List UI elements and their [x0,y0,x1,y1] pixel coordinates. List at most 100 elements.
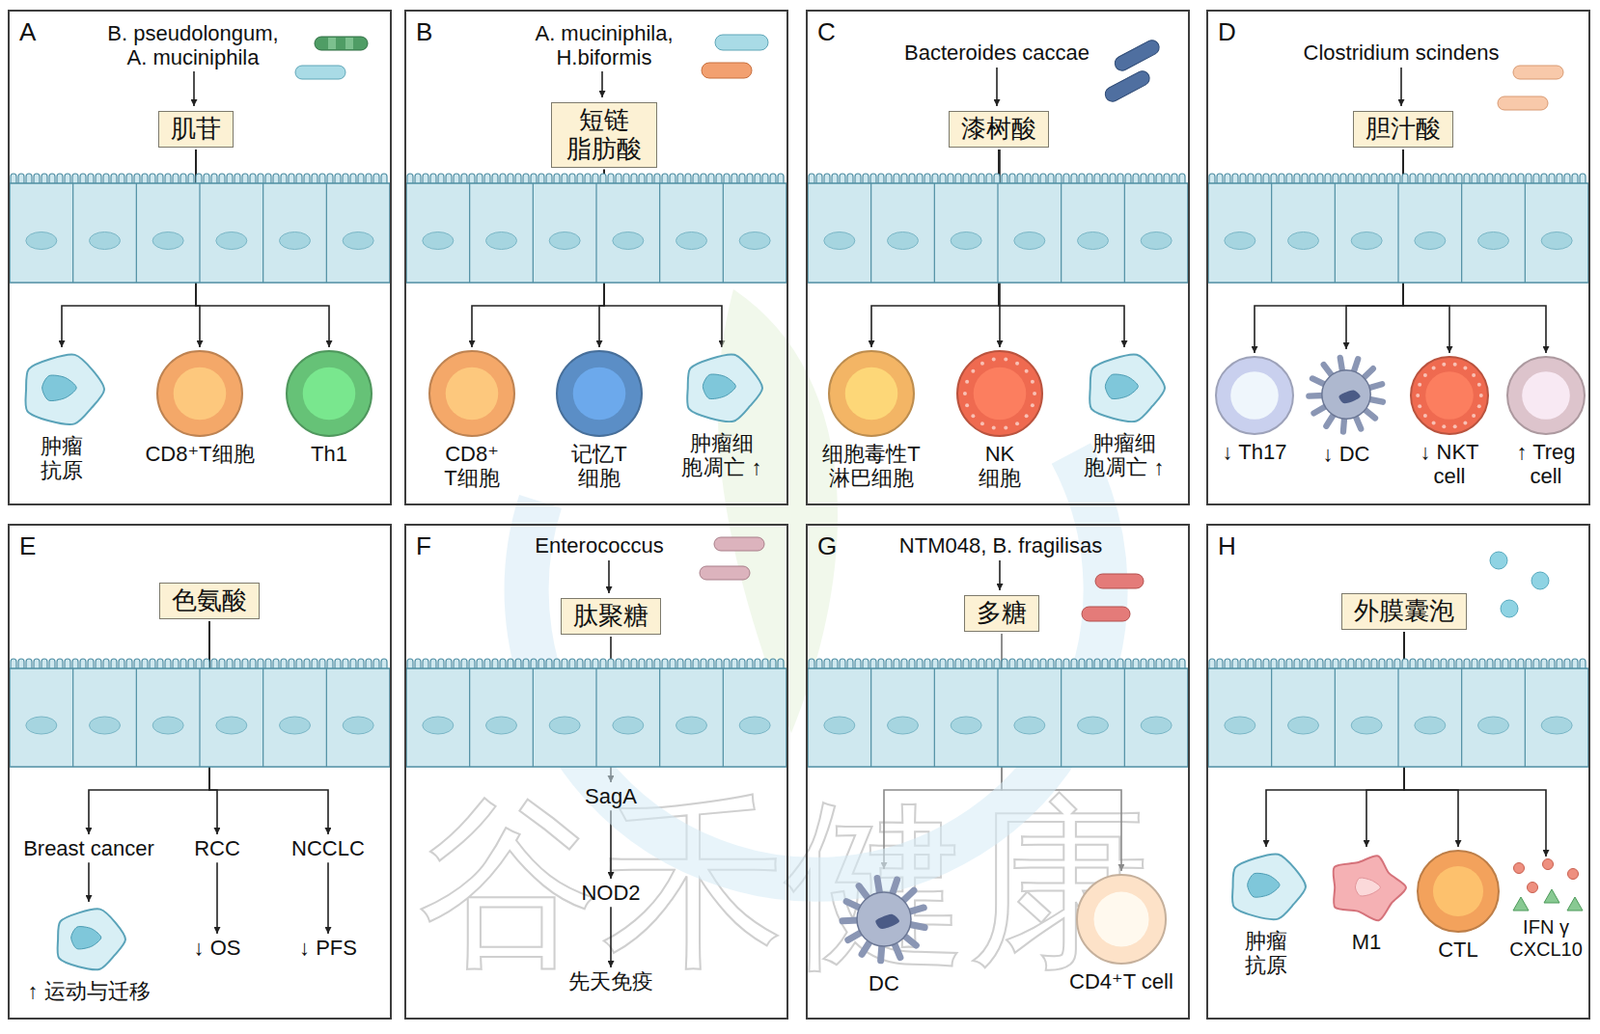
cell-node: M1 [1323,849,1410,955]
cell-label: NCCLC [291,836,365,861]
cell-label: NK 细胞 [975,441,1024,492]
bacteria-name: Bacteroides caccae [904,40,1090,65]
cell-node: 肿瘤细 胞凋亡 ↑ [677,349,767,481]
cell-label: ↓ Th17 [1222,440,1288,465]
cell-node: CTL [1415,849,1501,963]
tumor-icon [677,349,767,428]
cell-node: CD4⁺T cell [1069,873,1174,994]
cell-node: ↓ NKT cell [1408,355,1490,490]
cell-node: 肿瘤 抗原 [15,349,109,484]
cell-label: 肿瘤细 胞凋亡 ↑ [1080,431,1168,481]
bacteria-name: Enterococcus [534,533,663,558]
cell-label: ↓ NKT cell [1411,440,1488,490]
cell-node: CD8⁺T细胞 [144,349,254,467]
metabolite-label: 肌苷 [170,114,221,144]
metabolite-box: 外膜囊泡 [1341,593,1467,631]
cell-node: 肿瘤 抗原 [1222,849,1310,979]
cell-label: 肿瘤 抗原 [37,434,86,484]
cell-node: NK 细胞 [955,349,1045,492]
panel: F肽聚糖SagANOD2先天免疫Enterococcus [404,524,789,1021]
text-node: ↓ PFS [299,936,358,961]
metabolite-box: 胆汁酸 [1352,110,1454,148]
panel: E 色氨酸 Breast cancer RCC NCCLC ↑ 运动与迁移 ↓ OS ↓ PF… [7,524,392,1021]
metabolite-label: 色氨酸 [171,586,248,616]
bacteria-name: Clostridium scindens [1303,40,1500,65]
cell-label: ↑ Treg cell [1508,440,1584,490]
round-icon [1505,355,1587,437]
cell-node: ↑ 运动与迁移 [27,904,150,1004]
dc-icon [1302,351,1390,439]
cell-label: 肿瘤细 胞凋亡 ↑ [678,431,766,481]
cell-label: 先天免疫 [568,969,654,994]
cell-node: 细胞毒性T 淋巴细胞 [819,349,924,492]
panel: A肌苷肿瘤 抗原CD8⁺T细胞Th1B. pseudolongum, A. mu… [7,9,392,506]
vesicles-h [1489,551,1549,618]
panel: H外膜囊泡肿瘤 抗原M1CTLIFN γ CXCL10 [1206,524,1591,1021]
panel-letter: A [19,17,36,48]
round-icon [955,349,1045,439]
cell-label: CD8⁺ T细胞 [440,441,504,492]
bacteria-name: B. pseudolongum, A. muciniphila [101,21,285,71]
cell-label: IFN γ CXCL10 [1508,916,1584,962]
cell-label: CD8⁺T细胞 [144,441,254,467]
bacteria-name: A. muciniphila, H.biformis [524,21,685,71]
panel-letter: E [19,531,36,562]
cell-node: ↑ Treg cell [1505,355,1587,490]
connector-arrow [216,862,219,935]
panel-letter: G [817,531,837,562]
cell-label: ↓ OS [193,936,242,961]
cell-label: RCC [193,836,241,861]
panel-letter: C [817,17,836,48]
metabolite-label: 多糖 [976,599,1027,629]
panel-letter: F [415,531,432,562]
round-icon [155,349,245,439]
epithelium [9,173,1589,768]
panel: D 胆汁酸 ↓ Th17 ↓ DC ↓ NKT cell ↑ Treg cell Clost… [1206,9,1591,506]
logo-swirl [526,289,1106,881]
metabolite-label: 肽聚糖 [573,602,649,632]
round-icon [284,349,374,439]
dots-icon [1505,858,1587,913]
bacteria-name: NTM048, B. fragilisas [899,533,1103,558]
connector-arrow [87,862,90,903]
metabolite-box: 肽聚糖 [560,598,662,635]
round-icon [1075,873,1168,966]
cell-label: CD4⁺T cell [1069,969,1174,994]
dc-icon [835,871,933,968]
tumor-icon [1079,349,1169,428]
cell-label: Breast cancer [23,836,155,861]
tumor-icon [48,904,130,976]
cell-label: 肿瘤 抗原 [1241,929,1291,979]
cell-label: 细胞毒性T 淋巴细胞 [819,441,924,492]
metabolite-label: 漆树酸 [961,114,1037,144]
tumor-icon [1222,849,1310,926]
bacteria-d [1401,65,1564,111]
cell-node: DC [835,871,933,996]
round-icon [554,349,644,439]
panel-letter: D [1217,17,1237,48]
cell-node: CD8⁺ T细胞 [427,349,517,492]
connector-arrow [327,862,330,935]
round-icon [827,349,916,439]
round-icon [1213,355,1296,437]
metabolite-label: 胆汁酸 [1365,114,1441,144]
panel: C 漆树酸细胞毒性T 淋巴细胞 NK 细胞 肿瘤细 胞凋亡 ↑ Bacteroides … [805,9,1190,506]
cell-label: CTL [1437,937,1479,963]
metabolite-label: 外膜囊泡 [1353,597,1455,627]
round-icon [1408,355,1490,437]
metabolite-box: 肌苷 [158,110,234,148]
text-node: ↓ OS [193,936,242,961]
metabolite-box: 短链 脂肪酸 [551,102,658,168]
cell-node: ↓ DC [1302,351,1390,467]
cell-label: M1 [1351,930,1382,955]
cell-label: ↑ 运动与迁移 [27,979,150,1004]
cell-node: 肿瘤细 胞凋亡 ↑ [1079,349,1169,481]
metabolite-box: 多糖 [964,595,1040,633]
metabolite-box: 色氨酸 [159,582,260,620]
connector-arrow [609,907,612,968]
cell-label: NOD2 [580,881,640,906]
panel-letter: B [415,17,433,48]
cell-label: ↓ PFS [299,936,358,961]
metabolite-box: 漆树酸 [948,110,1049,148]
text-node: RCC [193,836,241,861]
